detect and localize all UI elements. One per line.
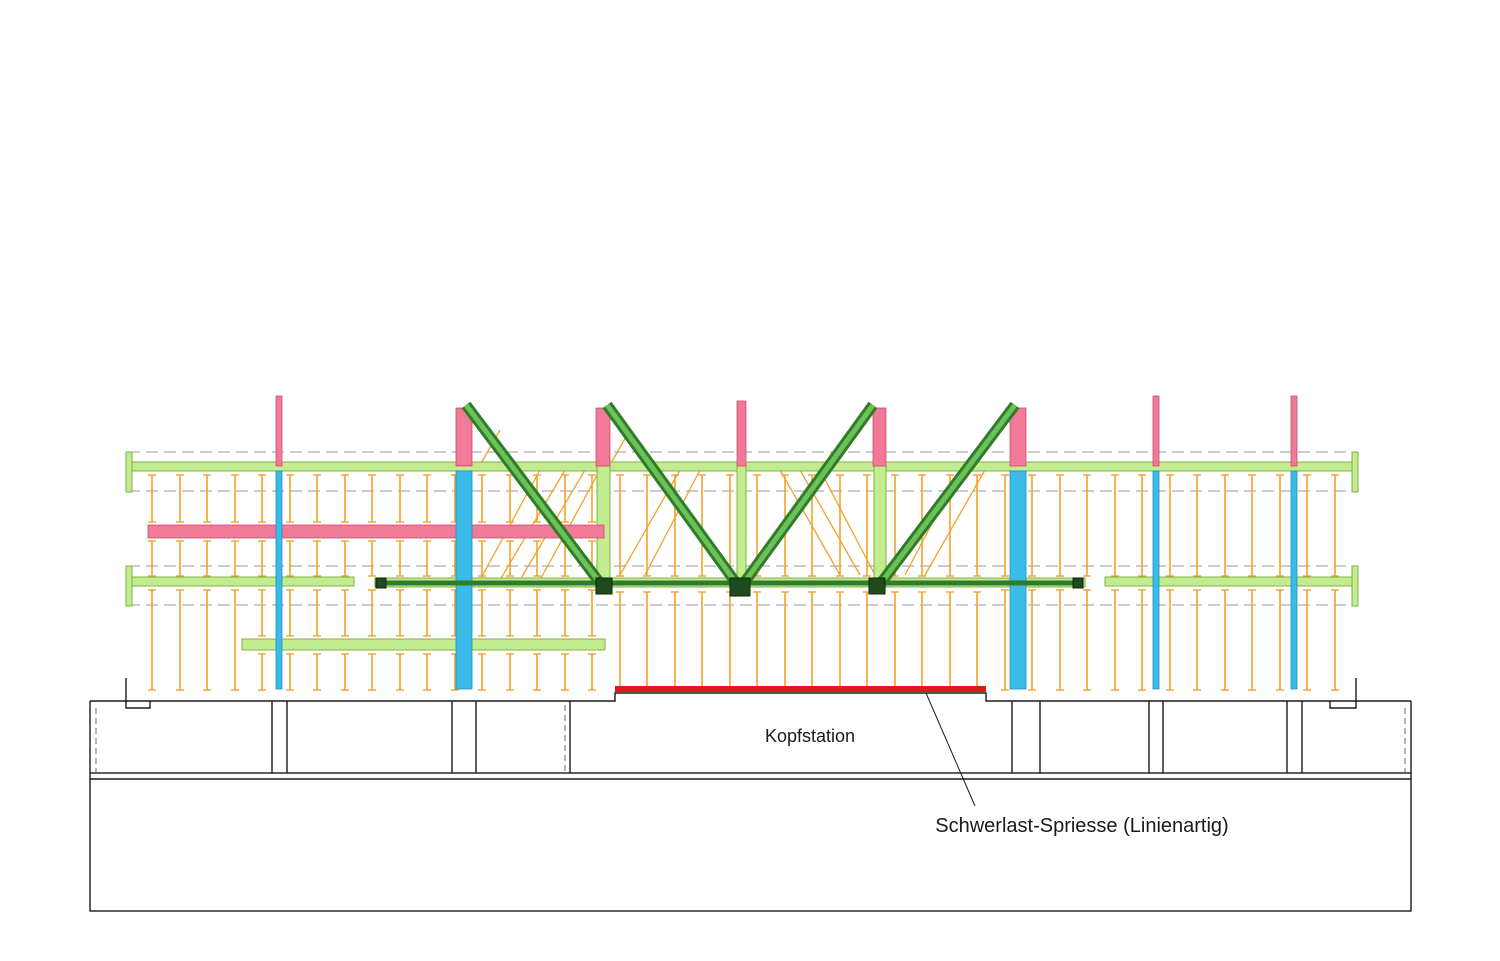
- blue-column: [275, 470, 283, 690]
- light-green-post: [736, 465, 747, 587]
- station-outline: [89, 678, 1412, 912]
- pink-post: [595, 407, 611, 467]
- kopfstation-label: Kopfstation: [765, 726, 855, 746]
- blue-column: [455, 470, 473, 690]
- bolted-node-icon: [375, 577, 1084, 597]
- leader-line: [925, 692, 976, 807]
- pink-post: [1290, 395, 1298, 467]
- shoring-props: [148, 474, 1339, 691]
- v-struts: [385, 401, 1078, 591]
- heavy-load-shoring-label: Schwerlast-Spriesse (Linienartig): [935, 815, 1228, 837]
- light-green-post: [873, 465, 887, 587]
- heavy-load-shoring-line: [615, 686, 986, 692]
- pink-post: [275, 395, 283, 467]
- lower-short-beam: [241, 638, 606, 651]
- light-green-beams: [125, 451, 1359, 651]
- pink-post: [1152, 395, 1160, 467]
- middle-beam-left: [127, 576, 355, 587]
- pink-post: [736, 400, 747, 467]
- blue-column: [1009, 470, 1027, 690]
- pink-horizontal-beam: [147, 524, 605, 539]
- pink-post: [872, 407, 887, 467]
- hidden-edge-lines: [95, 705, 1406, 773]
- middle-beam-right: [1104, 576, 1357, 587]
- blue-column: [1152, 470, 1160, 690]
- pink-members: [147, 395, 1298, 539]
- blue-columns: [275, 470, 1298, 690]
- blue-column: [1290, 470, 1298, 690]
